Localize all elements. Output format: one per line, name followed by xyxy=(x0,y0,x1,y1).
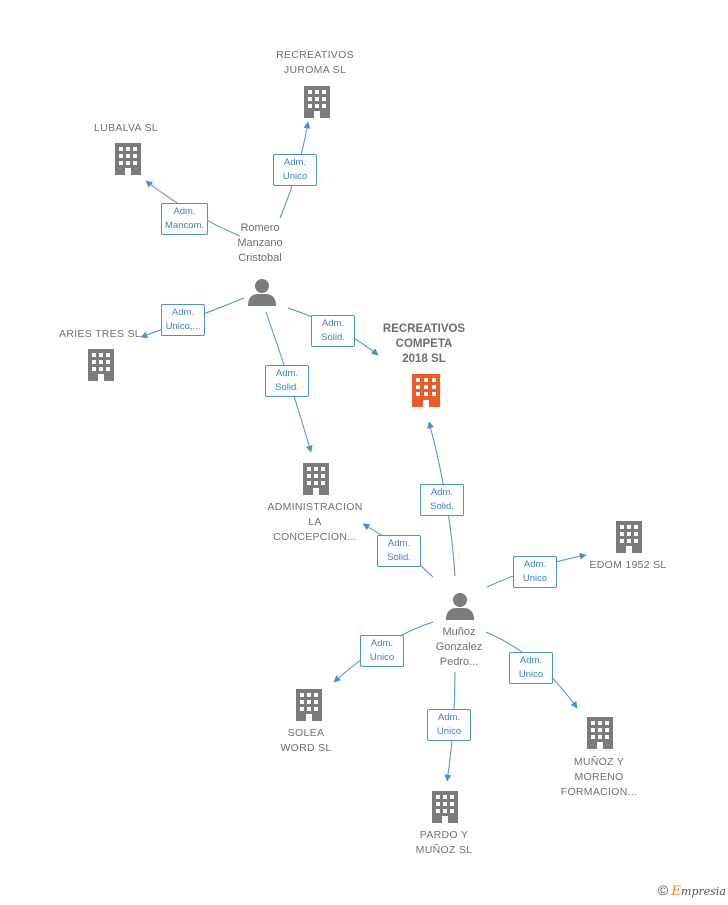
building-icon xyxy=(303,463,329,495)
building-icon xyxy=(304,86,330,118)
node-label-administracion[interactable]: ADMINISTRACION LA CONCEPCION... xyxy=(267,501,363,543)
building-icon xyxy=(296,689,322,721)
node-label-romero[interactable]: Romero Manzano Cristobal xyxy=(237,222,283,264)
person-icon xyxy=(248,279,276,306)
node-label-solea[interactable]: SOLEA WORD SL xyxy=(280,727,332,754)
node-label-munoz-gonzalez[interactable]: Muñoz Gonzalez Pedro... xyxy=(435,626,483,668)
empresia-credit[interactable]: © Empresia xyxy=(658,882,726,899)
brand-logo-letter: E xyxy=(671,884,682,899)
focus-building-icon xyxy=(412,374,440,407)
building-icon xyxy=(88,349,114,381)
edge-label-munoz-pardo: Adm. Unico xyxy=(427,709,471,741)
node-label-pardo[interactable]: PARDO Y MUÑOZ SL xyxy=(415,829,473,856)
edge-label-munoz-edom: Adm. Unico xyxy=(513,556,557,588)
node-label-edom[interactable]: EDOM 1952 SL xyxy=(589,559,667,571)
edge-label-romero-aries: Adm. Unico,... xyxy=(161,304,205,336)
node-label-munoz-moreno[interactable]: MUÑOZ Y MORENO FORMACION... xyxy=(560,756,638,798)
node-label-recreativos-competa[interactable]: RECREATIVOS COMPETA 2018 SL xyxy=(382,323,466,365)
edge-label-munoz-moreno: Adm. Unico xyxy=(509,652,553,684)
building-icon xyxy=(432,791,458,823)
edge-label-munoz-solea: Adm. Unico xyxy=(360,635,404,667)
edge-label-munoz-administracion: Adm. Solid. xyxy=(377,535,421,567)
brand-logo-text: mpresia xyxy=(681,885,726,898)
edge-label-romero-competa: Adm. Solid. xyxy=(311,315,355,347)
node-label-lubalva[interactable]: LUBALVA SL xyxy=(94,122,158,134)
node-label-aries-tres[interactable]: ARIES TRES SL xyxy=(59,328,141,340)
building-icon xyxy=(616,521,642,553)
edge-label-munoz-competa: Adm. Solid. xyxy=(420,484,464,516)
building-icon xyxy=(587,717,613,749)
edge-label-romero-administracion: Adm. Solid. xyxy=(265,365,309,397)
copyright-symbol: © xyxy=(657,882,669,898)
person-icon xyxy=(446,593,474,620)
edge-label-romero-juroma: Adm. Unico xyxy=(273,154,317,186)
building-icon xyxy=(115,143,141,175)
edge-label-romero-lubalva: Adm. Mancom. xyxy=(161,203,209,235)
node-label-recreativos-juroma[interactable]: RECREATIVOS JUROMA SL xyxy=(276,49,354,76)
